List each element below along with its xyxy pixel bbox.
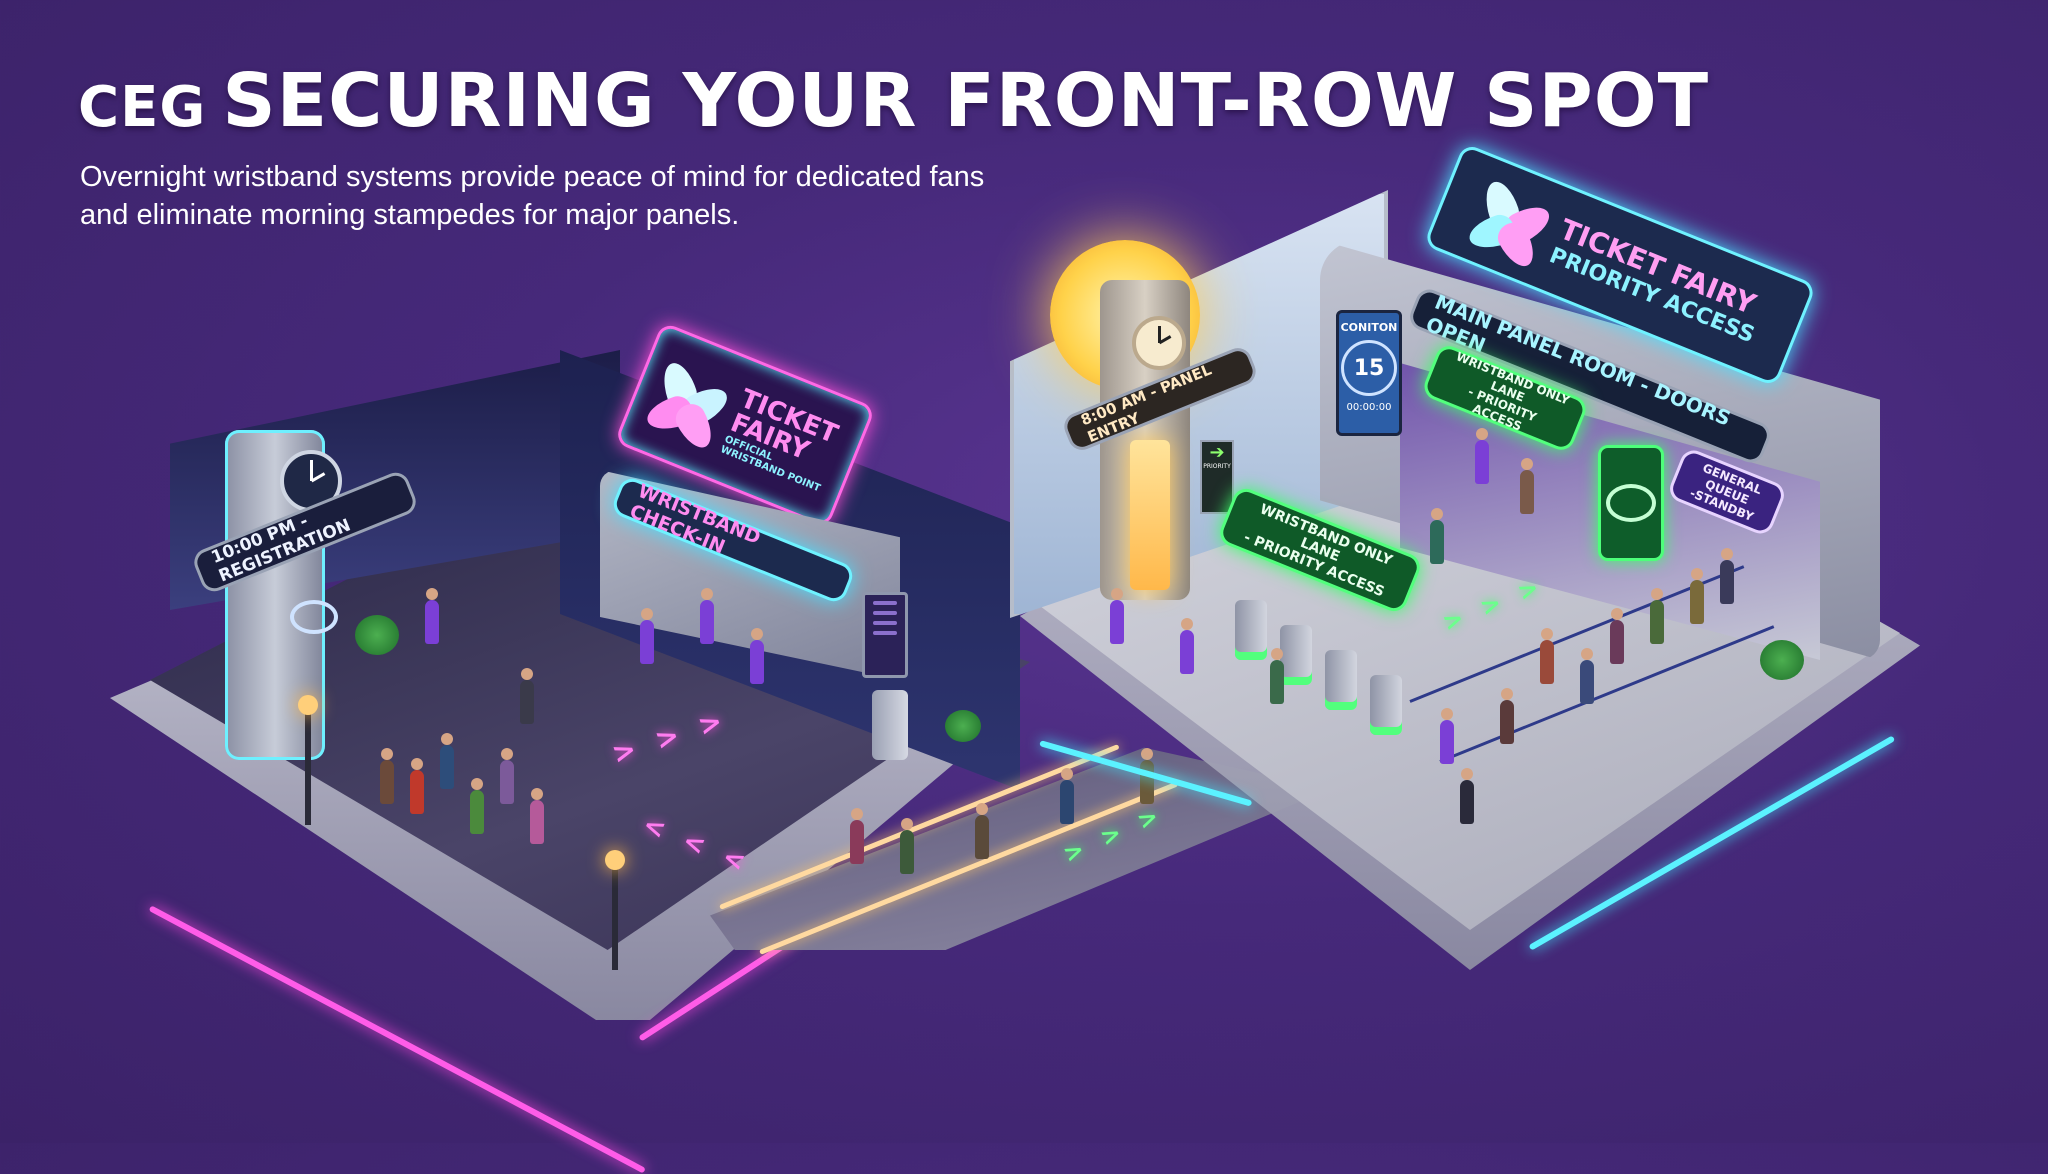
butterfly-logo-icon <box>1464 176 1558 273</box>
clock-icon <box>1132 316 1186 370</box>
lamp-post-icon <box>305 705 311 825</box>
butterfly-logo-icon <box>642 358 736 454</box>
person <box>1270 648 1284 704</box>
person <box>1540 628 1554 684</box>
headline-text: SECURING YOUR FRONT-ROW SPOT <box>222 58 1710 144</box>
wristband-icon <box>1606 484 1656 522</box>
plant-icon <box>945 710 981 742</box>
person <box>1520 458 1534 514</box>
lamp-light <box>298 695 318 715</box>
person <box>440 733 454 789</box>
person <box>425 588 439 644</box>
staff-person <box>640 608 654 664</box>
turnstile-icon <box>1280 625 1312 685</box>
staff-person <box>1180 618 1194 674</box>
staff-person <box>750 628 764 684</box>
person <box>1690 568 1704 624</box>
info-board <box>862 592 908 678</box>
turnstile-icon <box>1235 600 1267 660</box>
staff-person <box>700 588 714 644</box>
subtitle-line-1: Overnight wristband systems provide peac… <box>80 161 985 193</box>
plant-icon <box>1760 640 1804 680</box>
person <box>1460 768 1474 824</box>
wristband-icon-panel <box>1598 445 1664 561</box>
timer-ring: 15 <box>1341 340 1397 396</box>
person <box>850 808 864 864</box>
person <box>975 803 989 859</box>
person <box>1720 548 1734 604</box>
person <box>1580 648 1594 704</box>
person <box>470 778 484 834</box>
person <box>1060 768 1074 824</box>
person <box>530 788 544 844</box>
person <box>520 668 534 724</box>
person <box>410 758 424 814</box>
person <box>380 748 394 804</box>
isometric-scene: 10:00 PM - REGISTRATION TICKET FAIRY OFF… <box>0 0 2048 1143</box>
plant-icon <box>355 615 399 655</box>
subtitle: Overnight wristband systems provide peac… <box>80 158 1180 234</box>
person <box>500 748 514 804</box>
turnstile-icon <box>1370 675 1402 735</box>
lamp-post-icon <box>612 860 618 970</box>
person <box>1610 608 1624 664</box>
person <box>1430 508 1444 564</box>
clock-icon <box>280 450 342 512</box>
person <box>1140 748 1154 804</box>
kiosk-icon <box>872 690 908 760</box>
person <box>900 818 914 874</box>
brand-mark: CEG <box>78 75 207 140</box>
staff-person <box>1475 428 1489 484</box>
wayfinding-sign: ➔ PRIORITY <box>1200 440 1234 514</box>
staff-person <box>1440 708 1454 764</box>
tower-sun-panel <box>1130 440 1170 590</box>
person <box>1650 588 1664 644</box>
countdown-timer-screen: CONITON 15 00:00:00 <box>1336 310 1402 436</box>
staff-person <box>1110 588 1124 644</box>
turnstile-icon <box>1325 650 1357 710</box>
lamp-light <box>605 850 625 870</box>
subtitle-line-2: and eliminate morning stampedes for majo… <box>80 199 740 231</box>
person <box>1500 688 1514 744</box>
wristband-icon <box>290 600 338 634</box>
arrow-right-icon: ➔ <box>1209 442 1225 463</box>
